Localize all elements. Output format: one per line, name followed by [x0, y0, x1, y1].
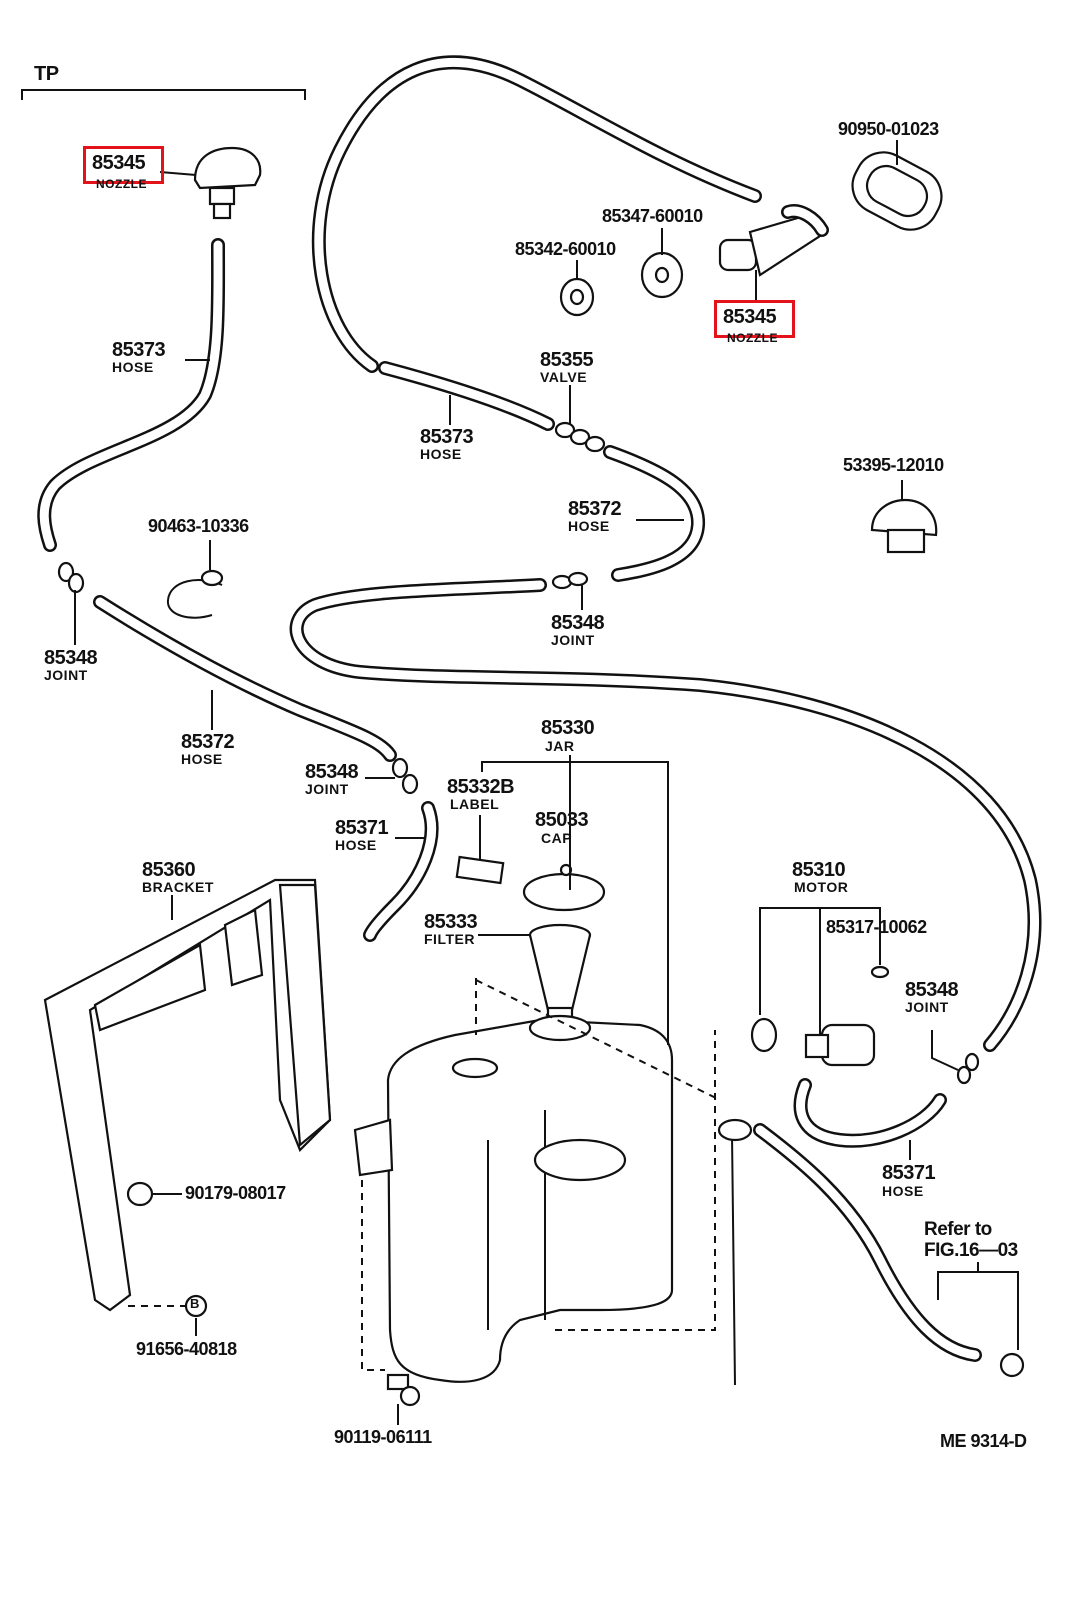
hose-85372-left [93, 595, 397, 762]
bolt-b-shape [184, 1294, 208, 1318]
hose-85373-left-number[interactable]: 85373 [112, 339, 166, 361]
hose-85371-left-name: HOSE [335, 837, 377, 853]
valve-number[interactable]: 85355 [540, 349, 594, 371]
hose-85372-mid-name: HOSE [568, 518, 610, 534]
motor-name: MOTOR [794, 879, 849, 895]
jar-number[interactable]: 85330 [541, 717, 595, 739]
nut-bracket-number[interactable]: 90179-08017 [185, 1183, 286, 1203]
hose-85371-right [793, 1078, 947, 1148]
valve-name: VALVE [540, 369, 588, 385]
cap-name: CAP [541, 830, 573, 846]
joint-85348-lower-shape [391, 757, 419, 795]
dash-4 [555, 1030, 716, 1331]
grommet-number[interactable]: 90950-01023 [838, 119, 939, 139]
nut-hole [569, 288, 585, 306]
joint-lower-name: JOINT [305, 781, 349, 797]
gasket-number[interactable]: 85347-60010 [602, 206, 703, 226]
hose-85371-left [363, 801, 439, 942]
hose-85373-mid-number[interactable]: 85373 [420, 426, 474, 448]
grommet-shape [851, 151, 943, 231]
bracket-number[interactable]: 85360 [142, 859, 196, 881]
hose-85371-right-number[interactable]: 85371 [882, 1162, 936, 1184]
hose-85372-mid-number[interactable]: 85372 [568, 498, 622, 520]
hose-arc-upper [311, 55, 762, 373]
joint-right-number[interactable]: 85348 [905, 979, 959, 1001]
cap-shape [522, 863, 606, 912]
highlight-nozzle-right [714, 300, 795, 338]
tp-group-bracket [21, 89, 306, 100]
nozzle-left-number[interactable]: 85345 [92, 152, 146, 174]
joint-mid-number[interactable]: 85348 [551, 612, 605, 634]
screw-motor-number[interactable]: 85317-10062 [826, 917, 927, 937]
hose-85371-left-number[interactable]: 85371 [335, 817, 389, 839]
gasket-hole [654, 266, 670, 284]
filter-shape [528, 923, 592, 1030]
nozzle-85345-right-shape [718, 204, 829, 277]
bolt-b-number[interactable]: 91656-40818 [136, 1339, 237, 1359]
filter-number[interactable]: 85333 [424, 911, 478, 933]
hose-85373-mid-name: HOSE [420, 446, 462, 462]
nozzle-right-name: NOZZLE [727, 331, 778, 345]
hose-pump-outlet [717, 1118, 1025, 1386]
refer-note-line2: FIG.16—03 [924, 1240, 1018, 1261]
drawing-code: ME 9314-D [940, 1431, 1027, 1451]
bracket-shape [43, 878, 332, 1312]
joint-left-name: JOINT [44, 667, 88, 683]
label-number[interactable]: 85332B [447, 776, 515, 798]
clamp-number[interactable]: 90463-10336 [148, 516, 249, 536]
hose-85371-right-name: HOSE [882, 1183, 924, 1199]
joint-lower-number[interactable]: 85348 [305, 761, 359, 783]
hose-85372-left-name: HOSE [181, 751, 223, 767]
bolt-jar-shape [386, 1373, 421, 1407]
hose-long-loop [289, 578, 1042, 1052]
nut-number[interactable]: 85342-60010 [515, 239, 616, 259]
motor-shape [750, 907, 890, 1067]
jar-leader [481, 761, 669, 1045]
label-name: LABEL [450, 796, 500, 812]
label-shape [455, 855, 505, 885]
filter-name: FILTER [424, 931, 475, 947]
hose-85373-left [37, 238, 226, 552]
joint-85348-mid-shape [551, 571, 589, 590]
valve-85355-shape [554, 421, 606, 453]
motor-number[interactable]: 85310 [792, 859, 846, 881]
leader-nozzle-left [159, 171, 197, 176]
joint-85348-left-shape [57, 561, 85, 594]
refer-bracket [937, 1262, 1019, 1350]
hose-85372-left-number[interactable]: 85372 [181, 731, 235, 753]
refer-note-line1: Refer to [924, 1219, 992, 1240]
highlight-nozzle-left [83, 146, 164, 184]
jar-shape [353, 1014, 674, 1383]
cap-nozzle-number[interactable]: 53395-12010 [843, 455, 944, 475]
joint-mid-name: JOINT [551, 632, 595, 648]
nut-bracket-shape [126, 1181, 154, 1207]
clamp-shape [166, 569, 224, 619]
dash-2 [475, 979, 721, 1101]
bolt-jar-number[interactable]: 90119-06111 [334, 1427, 432, 1447]
joint-left-number[interactable]: 85348 [44, 647, 98, 669]
bolt-b-marker: B [190, 1296, 199, 1311]
cap-number[interactable]: 85033 [535, 809, 589, 831]
jar-name: JAR [545, 738, 575, 754]
hose-85372-mid [603, 445, 705, 582]
nozzle-85345-left-shape [193, 146, 262, 220]
nozzle-left-name: NOZZLE [96, 177, 147, 191]
hose-85373-left-name: HOSE [112, 359, 154, 375]
tp-group-label: TP [34, 63, 59, 85]
cap-nozzle-shape [870, 498, 938, 554]
joint-85348-right-shape [931, 1030, 980, 1085]
hose-85373-mid [378, 361, 555, 431]
bracket-name: BRACKET [142, 879, 214, 895]
nozzle-right-number[interactable]: 85345 [723, 306, 777, 328]
joint-right-name: JOINT [905, 999, 949, 1015]
dash-3 [361, 1180, 385, 1371]
